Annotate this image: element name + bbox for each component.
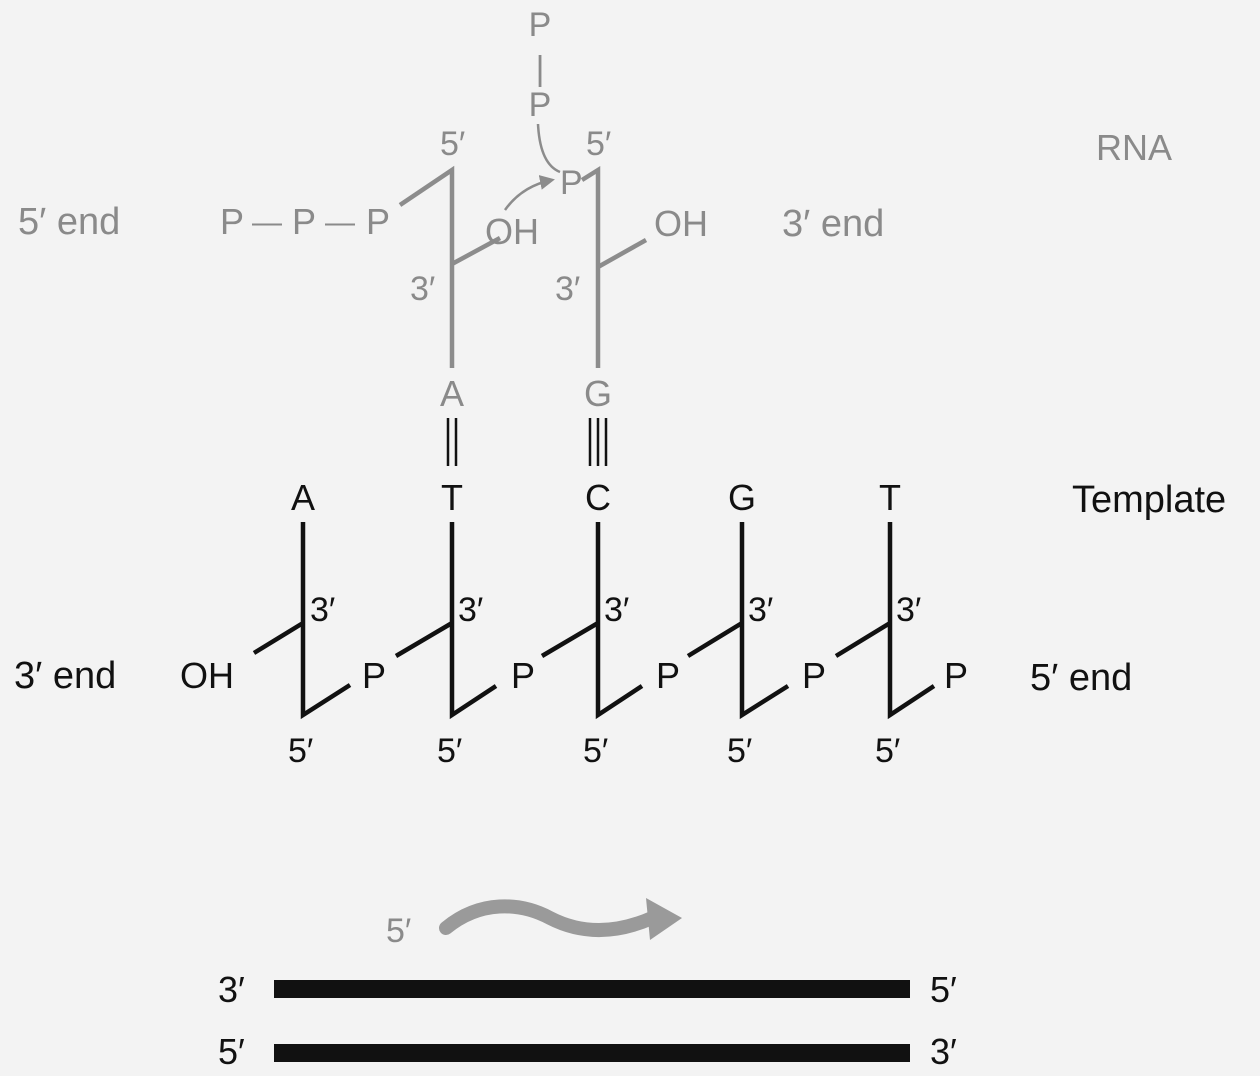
template-3-end-label: 3′ end	[14, 655, 116, 697]
overview-rna-arrow	[439, 899, 659, 938]
rna-incoming-phosphate-bar: |	[536, 50, 545, 88]
rna-nucleotide-2-3prime: 3′	[555, 270, 580, 308]
template-phosphate-5: P	[944, 655, 968, 696]
rna-5-end-label: 5′ end	[18, 201, 120, 243]
overview-rna-5prime: 5′	[386, 912, 411, 950]
template-strand: Template 3′ end 5′ end OH A 3′ 5′ P T 3′…	[14, 477, 1226, 770]
overview-template-strand-bar	[274, 980, 910, 998]
rna-nucleotide-2-5prime: 5′	[586, 125, 611, 163]
template-nucleotide-3-5prime: 5′	[583, 732, 608, 770]
template-nucleotide-1-3prime: 3′	[310, 591, 335, 629]
triple-bond-g-c	[588, 418, 608, 466]
nucleophilic-attack-arrow	[503, 175, 555, 211]
rna-strand: RNA 5′ end 3′ end P — P — P 5′ 3′ OH A P…	[18, 6, 1172, 414]
template-nucleotide-1: A 3′ 5′ P	[252, 477, 386, 770]
template-nucleotide-4: G 3′ 5′ P	[686, 477, 826, 770]
rna-nucleotide-1-3prime: 3′	[410, 270, 435, 308]
template-label: Template	[1072, 479, 1226, 521]
template-base-5: T	[879, 477, 901, 518]
template-phosphate-4: P	[802, 655, 826, 696]
template-nucleotide-5-5prime: 5′	[875, 732, 900, 770]
template-phosphate-3: P	[656, 655, 680, 696]
template-nucleotide-5: T 3′ 5′ P	[834, 477, 968, 770]
rna-incoming-phosphate-top: P	[529, 6, 552, 44]
overview-top-right-label: 5′	[930, 969, 957, 1010]
double-bond-a-t	[446, 418, 458, 466]
base-pair-bonds	[446, 418, 608, 466]
rna-phosphate-dash-2: —	[325, 206, 355, 239]
template-oh: OH	[180, 655, 234, 696]
rna-base-1: A	[440, 373, 464, 414]
template-nucleotide-5-3prime: 3′	[896, 591, 921, 629]
rna-phosphate-2: P	[292, 201, 316, 242]
rna-incoming-phosphate-middle: P	[529, 86, 552, 124]
template-base-2: T	[441, 477, 463, 518]
rna-nucleotide-2-oh: OH	[654, 203, 708, 244]
overview-rna-arrowhead	[646, 898, 682, 940]
template-base-3: C	[585, 477, 611, 518]
rna-phosphate-dash-1: —	[252, 206, 282, 239]
rna-incoming-link	[536, 123, 561, 174]
template-nucleotide-2-3prime: 3′	[458, 591, 483, 629]
template-nucleotide-2-5prime: 5′	[437, 732, 462, 770]
template-nucleotide-2: T 3′ 5′ P	[394, 477, 535, 770]
template-nucleotide-4-5prime: 5′	[727, 732, 752, 770]
template-nucleotide-3: C 3′ 5′ P	[540, 477, 680, 770]
overview-top-left-label: 3′	[218, 969, 245, 1010]
rna-label: RNA	[1096, 127, 1172, 168]
overview-bottom-left-label: 5′	[218, 1031, 245, 1072]
rna-nucleotide-1-oh: OH	[485, 211, 539, 252]
rna-incoming-alpha-phosphate: P	[560, 164, 583, 202]
rna-nucleotide-1-backbone	[398, 165, 502, 368]
rna-nucleotide-1-5prime: 5′	[440, 125, 465, 163]
template-phosphate-1: P	[362, 655, 386, 696]
overview-coding-strand-bar	[274, 1044, 910, 1062]
overview-bottom-right-label: 3′	[930, 1031, 957, 1072]
rna-3-end-label: 3′ end	[782, 203, 884, 245]
template-nucleotide-3-3prime: 3′	[604, 591, 629, 629]
rna-nucleotide-2-backbone	[580, 165, 648, 368]
rna-base-2: G	[584, 373, 612, 414]
template-nucleotide-1-5prime: 5′	[288, 732, 313, 770]
template-5-end-label: 5′ end	[1030, 657, 1132, 699]
overview-duplex: 5′ 3′ 5′ 5′ 3′	[218, 898, 957, 1072]
rna-phosphate-3: P	[366, 201, 390, 242]
template-base-4: G	[728, 477, 756, 518]
template-nucleotide-4-3prime: 3′	[748, 591, 773, 629]
rna-phosphate-1: P	[220, 201, 244, 242]
template-base-1: A	[291, 477, 315, 518]
template-phosphate-2: P	[511, 655, 535, 696]
